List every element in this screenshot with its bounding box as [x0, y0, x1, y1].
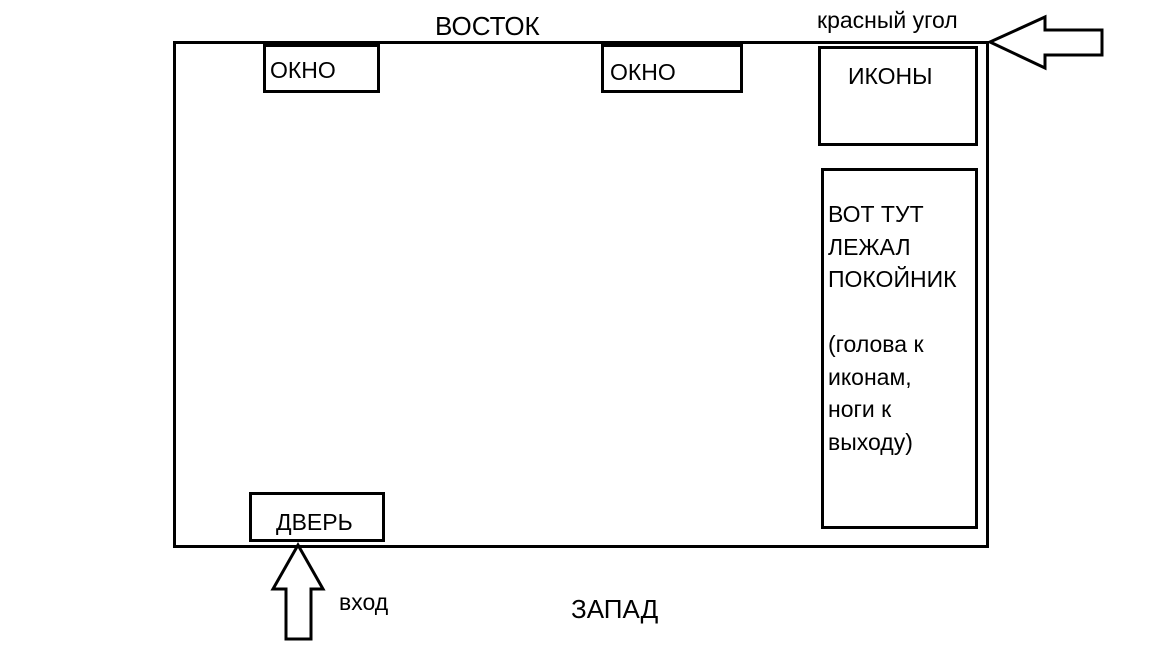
deceased-text: ВОТ ТУТ ЛЕЖАЛ ПОКОЙНИК (голова к иконам,…: [828, 198, 978, 458]
window-right-label: ОКНО: [610, 59, 676, 85]
west-label: ЗАПАД: [571, 594, 659, 624]
deceased-note-3: ноги к: [828, 396, 892, 422]
door-label: ДВЕРЬ: [276, 509, 353, 535]
deceased-place-box: ВОТ ТУТ ЛЕЖАЛ ПОКОЙНИК (голова к иконам,…: [821, 168, 978, 529]
deceased-note-4: выходу): [828, 428, 913, 455]
deceased-note-1: (голова к: [828, 331, 924, 357]
deceased-line-1: ВОТ ТУТ: [828, 201, 924, 227]
window-left-label: ОКНО: [270, 57, 336, 83]
red-corner-label: красный угол: [817, 7, 958, 33]
deceased-line-2: ЛЕЖАЛ: [828, 233, 911, 260]
deceased-note-2: иконам,: [828, 363, 912, 390]
entrance-label: вход: [339, 589, 389, 615]
window-left-box: ОКНО: [263, 44, 380, 93]
deceased-note-text: (голова к иконам, ноги к выходу): [828, 328, 978, 458]
icons-box: ИКОНЫ: [818, 46, 978, 146]
door-box: ДВЕРЬ: [249, 492, 385, 542]
east-label: ВОСТОК: [435, 11, 540, 41]
window-right-box: ОКНО: [601, 44, 743, 93]
room-outline: [173, 41, 989, 548]
red-corner-arrow: [986, 14, 1104, 71]
deceased-main-text: ВОТ ТУТ ЛЕЖАЛ ПОКОЙНИК: [828, 198, 978, 296]
deceased-line-3: ПОКОЙНИК: [828, 266, 957, 292]
entrance-arrow: [270, 541, 326, 641]
icons-label: ИКОНЫ: [848, 63, 933, 89]
